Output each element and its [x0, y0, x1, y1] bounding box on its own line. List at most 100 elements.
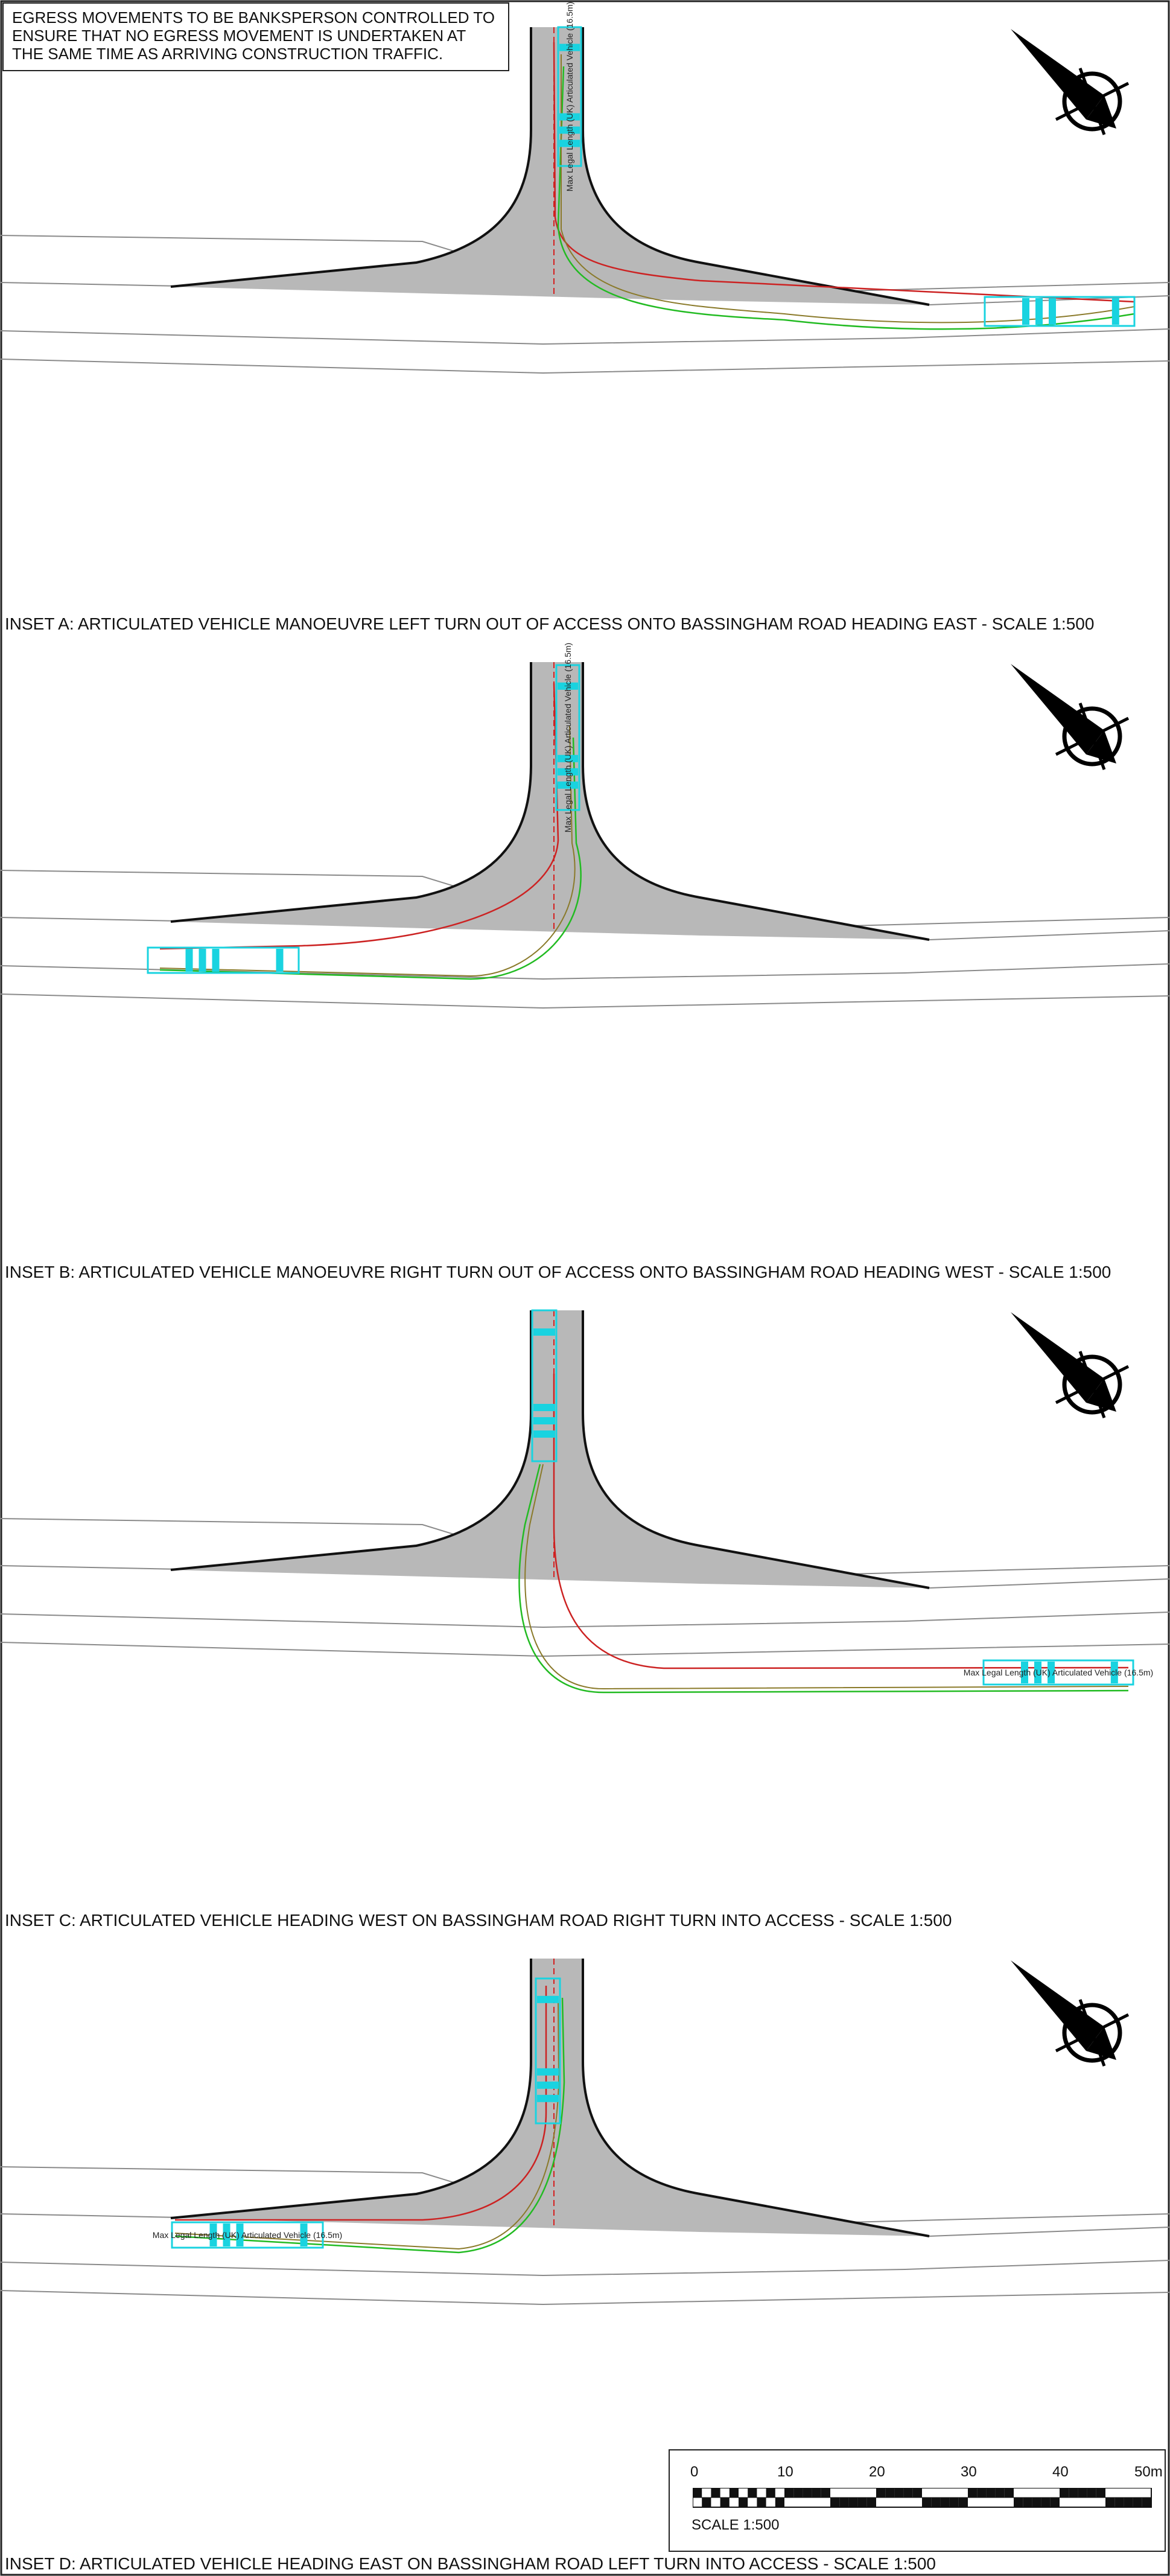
scale-segment	[1041, 2498, 1051, 2507]
scale-segment	[729, 2488, 739, 2498]
vehicle-axle	[1022, 298, 1029, 325]
scale-tick-50m: 50m	[1134, 2464, 1163, 2480]
vehicle-axle	[185, 949, 193, 972]
north-arrow-icon	[1011, 29, 1130, 135]
scale-segment	[839, 2498, 849, 2507]
scale-tick-40: 40	[1052, 2464, 1069, 2480]
scale-bar	[693, 2488, 1152, 2508]
vehicle-axle	[559, 113, 580, 121]
swept-path-green	[159, 737, 582, 980]
vehicle-label: Max Legal Length (UK) Articulated Vehicl…	[153, 2230, 342, 2240]
kerb-east	[582, 27, 930, 306]
junction-surface	[171, 27, 929, 305]
egress-note: EGRESS MOVEMENTS TO BE BANKSPERSON CONTR…	[2, 2, 509, 71]
scale-label: SCALE 1:500	[692, 2517, 780, 2533]
scale-segment	[766, 2488, 775, 2498]
scale-segment	[986, 2488, 996, 2498]
vehicle-axle	[533, 1404, 555, 1411]
scale-bar-box: 0 10 20 30 40 50m SCALE 1:500	[669, 2449, 1166, 2552]
inset-a-caption: INSET A: ARTICULATED VEHICLE MANOEUVRE L…	[5, 614, 1095, 633]
scale-segment	[711, 2488, 720, 2498]
scale-segment	[894, 2488, 904, 2498]
scale-segment	[784, 2488, 794, 2498]
scale-segment	[812, 2488, 821, 2498]
swept-path-green	[518, 1464, 1129, 1694]
vehicle-axle	[558, 682, 578, 690]
scale-segment	[1133, 2498, 1142, 2507]
swept-path-red	[553, 1374, 1129, 1669]
articulated-vehicle: Max Legal Length (UK) Articulated Vehicl…	[153, 2221, 342, 2249]
road-edge-line	[0, 963, 1170, 980]
scale-segment	[720, 2498, 730, 2507]
vehicle-axle	[212, 949, 220, 972]
scale-segment	[1060, 2488, 1069, 2498]
kerb-west	[170, 1310, 532, 1571]
road-edge-line	[929, 930, 1170, 940]
scale-segment	[949, 2498, 959, 2507]
swept-path-red	[175, 1986, 547, 2221]
scale-segment	[739, 2498, 748, 2507]
articulated-vehicle	[531, 1309, 558, 1462]
road-edge-line	[0, 1642, 1170, 1657]
scale-tick-20: 20	[869, 2464, 885, 2480]
vehicle-axle	[1048, 1662, 1055, 1683]
kerb-west	[170, 27, 532, 288]
scale-segment	[830, 2498, 840, 2507]
scale-segment	[977, 2488, 987, 2498]
vehicle-axle	[223, 2224, 231, 2246]
vehicle-axle	[1035, 298, 1043, 325]
north-arrow-icon	[1011, 1312, 1130, 1418]
vehicle-axle	[236, 2224, 244, 2246]
scale-segment	[1069, 2488, 1078, 2498]
swept-path-olive	[524, 1464, 1129, 1690]
vehicle-axle	[533, 1430, 555, 1438]
vehicle-axle	[558, 768, 578, 776]
vehicle-axle	[1049, 298, 1056, 325]
scale-segment	[803, 2488, 812, 2498]
scale-segment	[1087, 2488, 1096, 2498]
scale-segment	[1014, 2498, 1023, 2507]
scale-segment	[757, 2498, 766, 2507]
scale-segment	[857, 2498, 867, 2507]
inset-b-diagram: Max Legal Length (UK) Articulated Vehicl…	[0, 643, 1170, 1009]
north-arrow-icon	[1011, 1960, 1130, 2067]
scale-segment	[775, 2498, 784, 2507]
vehicle-axle	[537, 1995, 559, 2003]
scale-segment	[885, 2488, 895, 2498]
scale-segment	[1105, 2498, 1115, 2507]
articulated-vehicle: Max Legal Length (UK) Articulated Vehicl…	[557, 2, 582, 191]
vehicle-label: Max Legal Length (UK) Articulated Vehicl…	[964, 1668, 1153, 1677]
scale-tick-10: 10	[777, 2464, 793, 2480]
scale-segment	[1124, 2498, 1133, 2507]
scale-segment	[1032, 2498, 1041, 2507]
vehicle-axle	[559, 139, 580, 147]
road-edge-line	[0, 1612, 1170, 1628]
vehicle-outline	[984, 296, 1136, 327]
scale-tick-30: 30	[961, 2464, 977, 2480]
vehicle-outline	[982, 1659, 1134, 1686]
scale-segment	[1114, 2498, 1124, 2507]
road-edge-line	[0, 2290, 1170, 2306]
vehicle-axle	[1021, 1662, 1028, 1683]
swept-path-olive	[159, 725, 576, 977]
scale-segment	[922, 2498, 932, 2507]
kerb-west	[170, 662, 532, 923]
articulated-vehicle: Max Legal Length (UK) Articulated Vehicl…	[555, 643, 580, 832]
vehicle-axle	[1110, 1662, 1118, 1683]
scale-segment	[748, 2488, 757, 2498]
vehicle-axle	[558, 754, 578, 762]
inset-d-diagram: Max Legal Length (UK) Articulated Vehicl…	[0, 1959, 1170, 2306]
scale-tick-0: 0	[690, 2464, 699, 2480]
scale-segment	[866, 2498, 876, 2507]
kerb-west	[170, 1959, 532, 2219]
scale-segment	[876, 2488, 886, 2498]
vehicle-axle	[199, 949, 206, 972]
junction-surface	[171, 662, 929, 940]
inset-d-caption: INSET D: ARTICULATED VEHICLE HEADING EAS…	[5, 2554, 936, 2573]
kerb-east	[582, 662, 930, 941]
swept-path-green	[174, 1997, 565, 2254]
kerb-east	[582, 1310, 930, 1589]
kerb-east	[582, 1959, 930, 2237]
